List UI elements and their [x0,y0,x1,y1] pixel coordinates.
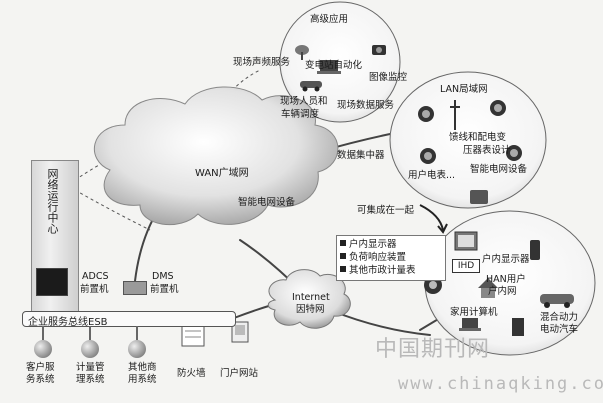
adcs-label: ADCS [82,271,109,282]
other-ball-icon [128,340,146,358]
car-icon [540,294,574,308]
other-label-b: 用系统 [128,374,157,385]
vehicle-dispatch-label: 车辆调度 [281,109,320,120]
legend-item-3: 其他市政计量表 [340,265,416,276]
integrable-label: 可集成在一起 [357,205,415,216]
adcs-server-icon [36,268,68,296]
dms-fep-label: 前置机 [150,284,179,295]
substation-label: 变电站自动化 [305,60,363,71]
watermark-url: www.chinaqking.com [398,374,603,394]
advanced-apps-circle [279,1,401,123]
metering-ball-icon [81,340,99,358]
portal-icon [231,321,249,343]
customer-service-stem [42,326,44,340]
other-label-a: 其他商 [128,362,157,373]
hybrid-label-a: 混合动力 [540,312,579,323]
camera-icon [372,45,386,55]
firewall-label: 防火墙 [177,368,206,379]
server-icon [512,318,524,336]
field-data-label: 现场数据服务 [337,100,395,111]
user-meter-label: 用户电表... [408,170,456,181]
car-icon [300,81,322,92]
legend-item-2: 负荷响应装置 [340,252,406,263]
laptop-icon [459,318,481,331]
noc-label: 网络运行中心 [46,168,59,234]
smart-device-wan-label: 智能电网设备 [238,197,296,208]
lan-label: LAN局域网 [440,84,488,95]
lan-circle [389,71,547,209]
dms-server-icon [123,281,147,295]
meter-icon [506,145,522,161]
han-label-b: 户内网 [488,286,517,297]
field-personnel-label: 现场人员和 [280,96,328,107]
pole-icon [450,100,460,130]
adcs-fep-label: 前置机 [80,284,109,295]
metering-stem [89,326,91,340]
watermark-cn: 中国期刊网 [375,337,491,362]
ihd-box: IHD [452,259,480,273]
field-audio-label: 现场声频服务 [233,57,291,68]
other-stem [136,326,138,340]
hybrid-label-b: 电动汽车 [540,324,579,335]
wan-cloud [93,86,339,226]
link-esb-internet [233,304,273,319]
home-computer-label: 家用计算机 [450,307,498,318]
customer-service-label-a: 客户服 [26,362,55,373]
metering-label-b: 理系统 [76,374,105,385]
satellite-dish-icon [295,45,309,60]
legend-box [336,235,446,281]
legend-item-1: 户内显示器 [340,239,397,250]
laptop-icon [317,60,341,74]
customer-service-ball-icon [34,340,52,358]
meter-icon [490,100,506,116]
house-icon [478,278,498,298]
phone-icon [530,240,540,260]
esb-label: 企业服务总线ESB [28,317,108,328]
internet-cloud [267,269,351,329]
meter-icon [420,148,436,164]
transformer-label: 压器表设计 [463,145,511,156]
data-concentrator-label: 数据集中器 [337,150,385,161]
esb-bar [22,311,236,327]
server-icon [470,190,488,204]
image-monitoring-label: 图像监控 [369,72,408,83]
han-label-a: HAN用户 [486,274,526,285]
advanced-apps-label: 高级应用 [310,14,349,25]
internet-label: Internet [292,292,330,303]
dms-label: DMS [152,271,174,282]
monitor-icon [454,231,478,251]
wan-label: WAN广域网 [195,168,249,179]
portal-label: 门户网站 [220,368,259,379]
integrable-arrow [419,204,448,234]
internet-cn-label: 因特网 [296,304,325,315]
smart-device-right-label: 智能电网设备 [470,164,528,175]
ihd-label: 户内显示器 [482,254,530,265]
customer-service-label-b: 务系统 [26,374,55,385]
feeder-label: 馈线和配电变 [449,132,507,143]
meter-icon [418,106,434,122]
metering-label-a: 计量管 [76,362,105,373]
